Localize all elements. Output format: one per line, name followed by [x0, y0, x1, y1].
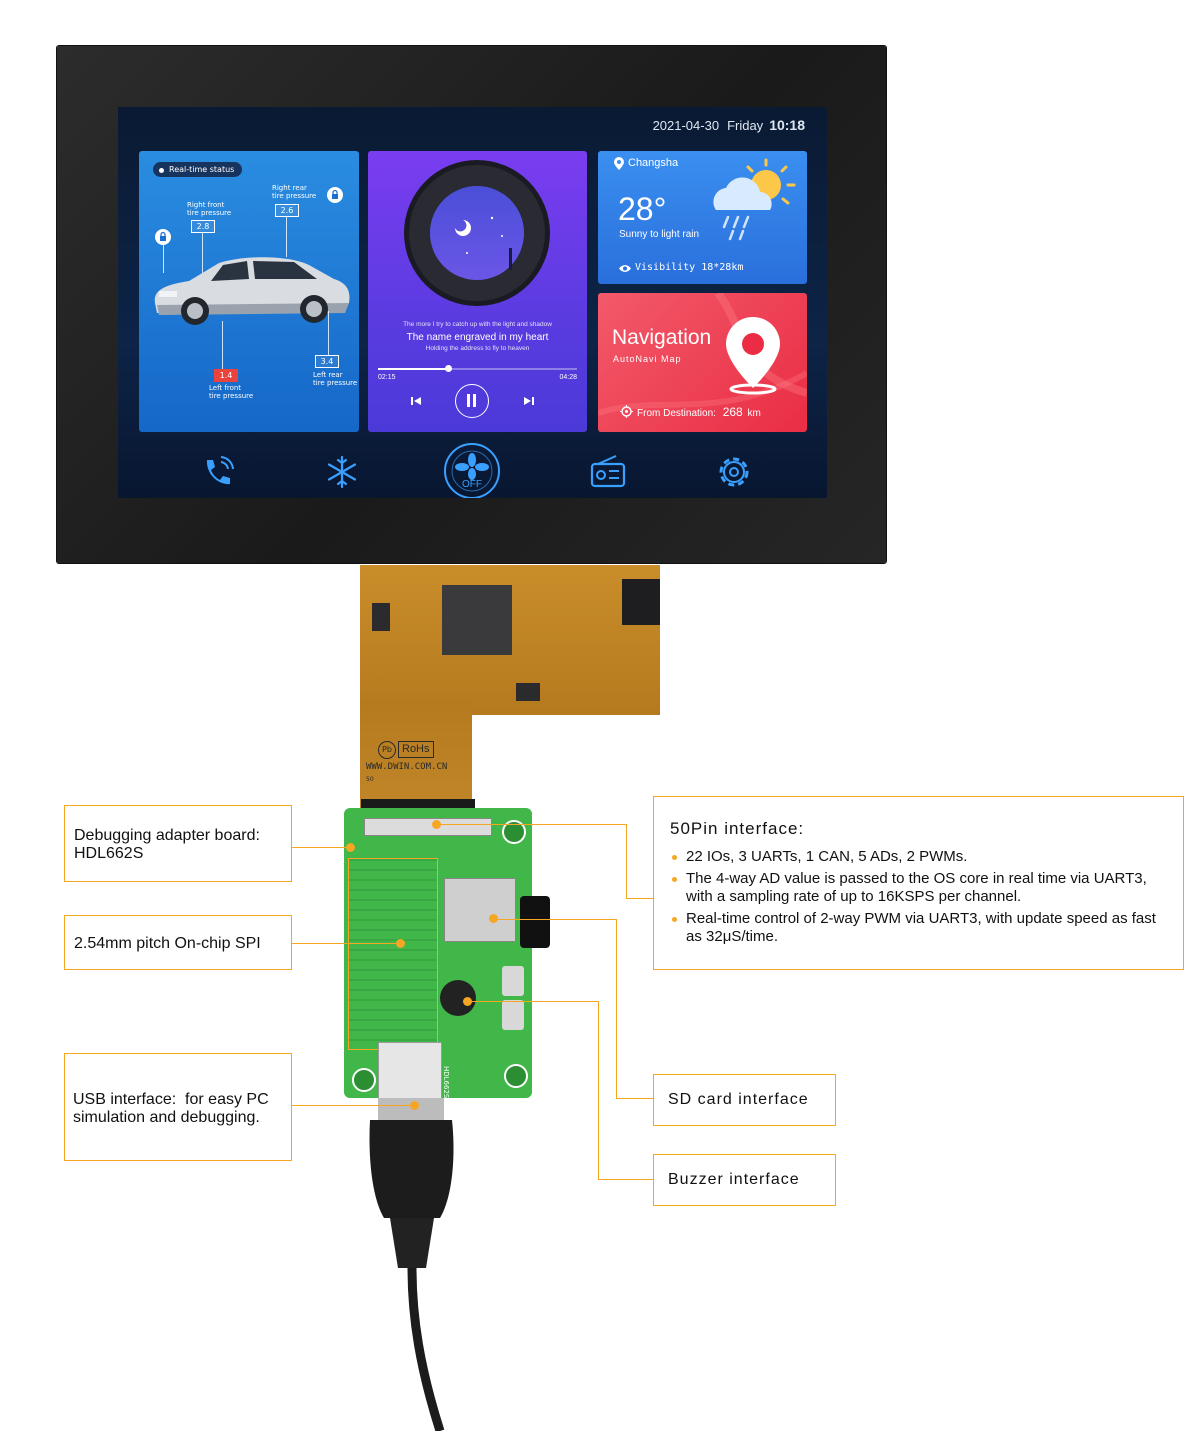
flex-circuit: [360, 565, 660, 715]
fan-state-label: OFF: [462, 479, 482, 490]
callout-spi: 2.54mm pitch On-chip SPI: [64, 915, 292, 970]
date-text: 2021-04-30: [652, 118, 720, 133]
phone-icon[interactable]: [198, 452, 238, 492]
chip-small: [622, 579, 660, 625]
tire-pressure-card[interactable]: Real-time status Right front tire pressu…: [139, 151, 359, 432]
gear-icon[interactable]: [714, 452, 754, 492]
chip-tiny: [516, 683, 540, 701]
lock-icon: [155, 229, 171, 245]
status-dot-icon: [159, 168, 164, 173]
status-bar: 2021-04-30 Friday 10:18: [653, 117, 805, 133]
left-front-value: 1.4: [214, 369, 238, 382]
pin50-feature: Real-time control of 2-way PWM via UART3…: [670, 910, 1167, 946]
pb-mark: Pb: [378, 741, 396, 759]
next-track-icon[interactable]: [523, 395, 535, 407]
fan-toggle-button[interactable]: OFF: [444, 443, 500, 498]
music-player-card[interactable]: The more I try to catch up with the ligh…: [368, 151, 587, 432]
pin50-feature: 22 IOs, 3 UARTs, 1 CAN, 5 ADs, 2 PWMs.: [670, 848, 1167, 866]
lyric-next: Holding the address to fly to heaven: [425, 345, 530, 352]
radio-icon[interactable]: [588, 452, 628, 492]
left-rear-label: Left rear tire pressure: [313, 371, 358, 387]
realtime-status-pill: Real-time status: [153, 162, 243, 177]
lyric-prev: The more I try to catch up with the ligh…: [403, 321, 552, 328]
pin-count-text: 50: [366, 776, 374, 783]
mount-hole: [352, 1068, 376, 1092]
board-connector: [364, 818, 492, 836]
callout-sd-card: SD card interface: [653, 1074, 836, 1126]
right-front-label: Right front tire pressure: [187, 201, 232, 217]
callout-debug-board: Debugging adapter board: HDL662S: [64, 805, 292, 882]
board-model-text: HDL662S: [442, 1066, 450, 1099]
left-rear-value: 3.4: [315, 355, 339, 368]
inductor: [372, 603, 390, 631]
distance-value: 268: [722, 405, 743, 419]
visibility-text: Visibility 18*28km: [635, 262, 744, 273]
distance-unit: km: [747, 408, 761, 419]
distance-label: From Destination:: [637, 408, 716, 419]
progress-fill: [378, 368, 448, 370]
right-front-value: 2.8: [191, 220, 215, 233]
pin50-feature: The 4-way AD value is passed to the OS c…: [670, 870, 1167, 906]
website-text: WWW.DWIN.COM.CN: [366, 762, 448, 772]
progress-knob[interactable]: [444, 365, 452, 372]
nav-title: Navigation: [612, 326, 712, 349]
callout-usb: USB interface: for easy PC simulation an…: [64, 1053, 292, 1161]
left-front-label: Left front tire pressure: [209, 384, 254, 400]
nav-subtitle: AutoNavi Map: [613, 354, 682, 364]
eye-icon: [619, 265, 631, 272]
right-rear-value: 2.6: [275, 204, 299, 217]
adapter-board: HDL662S: [344, 808, 550, 1106]
target-icon: [620, 405, 633, 418]
previous-track-icon[interactable]: [410, 395, 422, 407]
status-label: Real-time status: [169, 165, 235, 174]
location-pin-icon: [614, 157, 624, 170]
duration-time: 04:28: [559, 374, 577, 381]
city-name: Changsha: [628, 157, 679, 169]
capacitor: [502, 1000, 524, 1030]
main-chip: [442, 585, 512, 655]
weather-card[interactable]: Changsha 28° Sunny to light rain Visibil…: [598, 151, 807, 284]
time-text: 10:18: [769, 117, 805, 133]
capacitor: [502, 966, 524, 996]
sun-cloud-rain-icon: [713, 158, 796, 241]
map-marker-icon: [726, 317, 780, 395]
car-image: [154, 257, 350, 325]
album-disc-image: [404, 160, 550, 306]
temperature: 28°: [618, 191, 667, 227]
pause-button[interactable]: [455, 384, 489, 418]
weather-condition: Sunny to light rain: [619, 229, 700, 240]
navigation-card[interactable]: Navigation AutoNavi Map From Destination…: [598, 293, 807, 432]
lyric-current: The name engraved in my heart: [406, 332, 549, 343]
pin50-title: 50Pin interface:: [670, 819, 805, 838]
callout-buzzer: Buzzer interface: [653, 1154, 836, 1206]
pin50-feature-list: 22 IOs, 3 UARTs, 1 CAN, 5 ADs, 2 PWMs. T…: [670, 848, 1167, 946]
snowflake-icon[interactable]: [322, 452, 362, 492]
callout-50pin: 50Pin interface: 22 IOs, 3 UARTs, 1 CAN,…: [653, 796, 1184, 970]
progress-track[interactable]: [378, 365, 577, 372]
flex-tail: Pb RoHs WWW.DWIN.COM.CN 50: [360, 700, 472, 810]
usb-port: [378, 1042, 442, 1106]
spi-header-area: [348, 858, 438, 1050]
mount-hole: [504, 1064, 528, 1088]
lock-icon: [327, 187, 343, 203]
right-rear-label: Right rear tire pressure: [272, 184, 317, 200]
distance-row: From Destination: 268 km: [637, 405, 761, 419]
display-screen: 2021-04-30 Friday 10:18 Real-time status R…: [118, 107, 827, 498]
sd-card-slot: [444, 878, 516, 942]
elapsed-time: 02:15: [378, 374, 396, 381]
fan-icon: [451, 450, 493, 492]
rohs-mark: RoHs: [398, 741, 434, 758]
usb-cable: [369, 1098, 454, 1431]
day-text: Friday: [727, 118, 764, 133]
sd-card: [520, 896, 550, 948]
